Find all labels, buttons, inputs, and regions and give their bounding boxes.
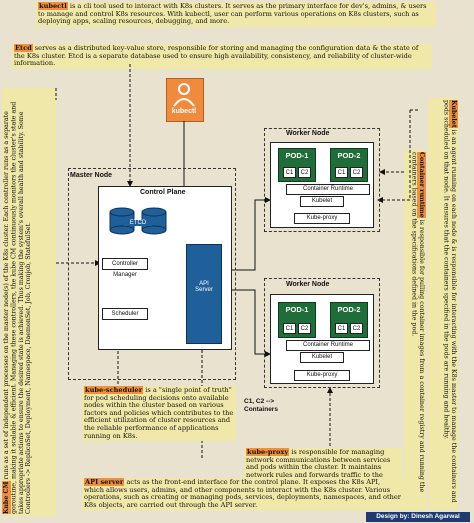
container-c2: C2 xyxy=(298,323,311,334)
worker-2-pod-1: POD-1 C1 C2 xyxy=(278,302,316,338)
api-server-term: API server xyxy=(84,478,125,486)
container-c2: C2 xyxy=(298,167,311,178)
worker-1-container-runtime: Container Runtime xyxy=(286,184,370,195)
api-server-label: API Server xyxy=(195,281,213,293)
etcd-icon: ETCD xyxy=(106,206,170,238)
worker-1-kubelet: Kubelet xyxy=(300,196,344,207)
container-runtime-note: Container runtime is responsible for pul… xyxy=(404,150,426,510)
design-credit: Design by: Dinesh Agarwal xyxy=(366,512,470,522)
master-node xyxy=(68,168,236,380)
worker-2-kube-proxy: Kube-proxy xyxy=(294,370,350,381)
kube-proxy-term: kube-proxy xyxy=(246,448,290,456)
kubelet-note: Kubelet is an agent running on each node… xyxy=(428,98,458,510)
control-plane-label: Control Plane xyxy=(140,189,186,196)
etcd-text: serves as a distributed key-value store,… xyxy=(14,44,419,68)
worker-node-1 xyxy=(264,128,380,232)
worker-node-2 xyxy=(264,278,380,388)
kubectl-term: kubectl xyxy=(38,2,68,10)
pod-1-label: POD-1 xyxy=(285,151,309,160)
controller-manager: Controller Manager xyxy=(102,258,148,278)
containers-legend: C1, C2 --> Containers xyxy=(244,398,278,413)
api-server: API Server xyxy=(186,244,222,344)
kubectl-label: kubectl xyxy=(171,108,197,115)
container-c1: C1 xyxy=(335,323,348,334)
kubelet-term: Kubelet xyxy=(449,100,458,128)
container-c1: C1 xyxy=(283,323,296,334)
worker-1-pod-2: POD-2 C1 C2 xyxy=(330,148,368,182)
kube-scheduler-text: is a "single point of truth" for pod sch… xyxy=(84,386,234,440)
worker-2-kubelet: Kubelet xyxy=(300,352,344,363)
master-node-label: Master Node xyxy=(70,172,113,179)
kubelet-text: is an agent running on each node & is re… xyxy=(442,100,457,503)
etcd-note: Etcd serves as a distributed key-value s… xyxy=(12,44,432,69)
worker-1-pod-1: POD-1 C1 C2 xyxy=(278,148,316,182)
etcd-label: ETCD xyxy=(124,220,152,226)
kube-scheduler-term: kube-scheduler xyxy=(84,386,144,394)
container-runtime-term: Container runtime xyxy=(417,152,426,218)
kubectl-text: is a cli tool used to interact with K8s … xyxy=(38,2,427,26)
worker-node-1-label: Worker Node xyxy=(286,130,330,137)
container-c2: C2 xyxy=(350,323,363,334)
worker-node-2-label: Worker Node xyxy=(286,281,330,288)
api-server-note: API server acts as the front-end interfa… xyxy=(82,478,404,511)
worker-2-pod-2: POD-2 C1 C2 xyxy=(330,302,368,338)
kubectl-note: kubectl is a cli tool used to interact w… xyxy=(36,2,436,27)
container-c2: C2 xyxy=(350,167,363,178)
container-runtime-text: is responsible for pulling container ima… xyxy=(410,152,425,493)
pod-2-label: POD-2 xyxy=(337,305,361,314)
container-c1: C1 xyxy=(335,167,348,178)
container-c1: C1 xyxy=(283,167,296,178)
api-server-text: acts as the front-end interface for the … xyxy=(84,478,401,509)
kube-proxy-note: kube-proxy is responsible for managing n… xyxy=(244,448,402,488)
kubectl-icon: kubectl xyxy=(166,78,204,122)
etcd-term: Etcd xyxy=(14,44,33,52)
worker-1-kube-proxy: Kube-proxy xyxy=(294,213,350,224)
pod-1-label: POD-1 xyxy=(285,305,309,314)
kube-scheduler-note: kube-scheduler is a "single point of tru… xyxy=(82,386,236,442)
worker-2-container-runtime: Container Runtime xyxy=(286,340,370,351)
pod-2-label: POD-2 xyxy=(337,151,361,160)
scheduler: Scheduler xyxy=(102,308,148,320)
